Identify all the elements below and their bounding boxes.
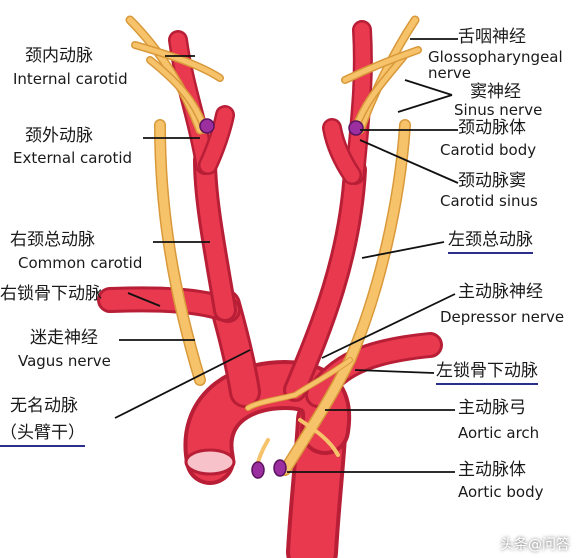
label-left-common-carotid-zh: 左颈总动脉 (448, 231, 533, 254)
label-aortic-arch-en: Aortic arch (458, 424, 540, 442)
label-sinus-nerve-en: Sinus nerve (454, 101, 543, 119)
leader-left-common-carotid (361, 241, 445, 259)
label-carotid-sinus-en: Carotid sinus (440, 192, 538, 210)
label-internal-carotid-en: Internal carotid (13, 70, 128, 88)
leader-depressor (321, 293, 456, 359)
leader-lines (114, 38, 459, 473)
label-aortic-body-en: Aortic body (458, 483, 544, 501)
label-right-subclavian-zh: 右锁骨下动脉 (0, 284, 102, 304)
label-aortic-arch-zh: 主动脉弓 (458, 398, 526, 418)
leader-sinus-nerve-b (397, 94, 453, 113)
label-carotid-sinus-zh: 颈动脉窦 (458, 171, 526, 191)
aortic-body-left (251, 461, 265, 479)
leader-innominate (114, 349, 251, 419)
label-carotid-body-zh: 颈动脉体 (458, 118, 526, 138)
label-right-common-carotid-en: Common carotid (18, 254, 143, 272)
left-carotid-body (348, 120, 364, 136)
label-external-carotid-zh: 颈外动脉 (25, 126, 93, 146)
label-left-subclavian-zh: 左锁骨下动脉 (436, 362, 538, 385)
label-depressor-en: Depressor nerve (440, 308, 565, 326)
glomus-bodies (199, 118, 364, 479)
label-external-carotid-en: External carotid (13, 149, 133, 167)
label-vagus-zh: 迷走神经 (30, 328, 98, 348)
label-glossopharyngeal-zh: 舌咽神经 (458, 27, 526, 47)
label-glossopharyngeal-en-1: Glossopharyngeal (428, 48, 563, 66)
label-internal-carotid-zh: 颈内动脉 (25, 46, 93, 66)
leader-carotid-sinus (359, 139, 459, 184)
label-glossopharyngeal-en-2: nerve (428, 64, 472, 82)
aortic-root-opening (184, 448, 236, 476)
label-carotid-body-en: Carotid body (440, 141, 537, 159)
label-vagus-en: Vagus nerve (18, 352, 111, 370)
leader-left-subclavian (354, 369, 435, 374)
label-innominate-zh: 无名动脉 (10, 396, 78, 416)
label-sinus-nerve-zh: 窦神经 (470, 82, 521, 102)
leader-right-subclavian (127, 292, 161, 307)
label-right-common-carotid-zh: 右颈总动脉 (10, 230, 95, 250)
arteries (97, 20, 443, 558)
label-depressor-zh: 主动脉神经 (458, 282, 543, 302)
nerves (125, 15, 422, 476)
label-innominate-sub-zh: （头臂干） (0, 424, 85, 447)
right-carotid-body (199, 118, 215, 134)
label-aortic-body-zh: 主动脉体 (458, 460, 526, 480)
watermark: 头条@问答 (500, 537, 570, 553)
aortic-body-right (273, 459, 287, 477)
leader-sinus-nerve-a (404, 79, 453, 96)
